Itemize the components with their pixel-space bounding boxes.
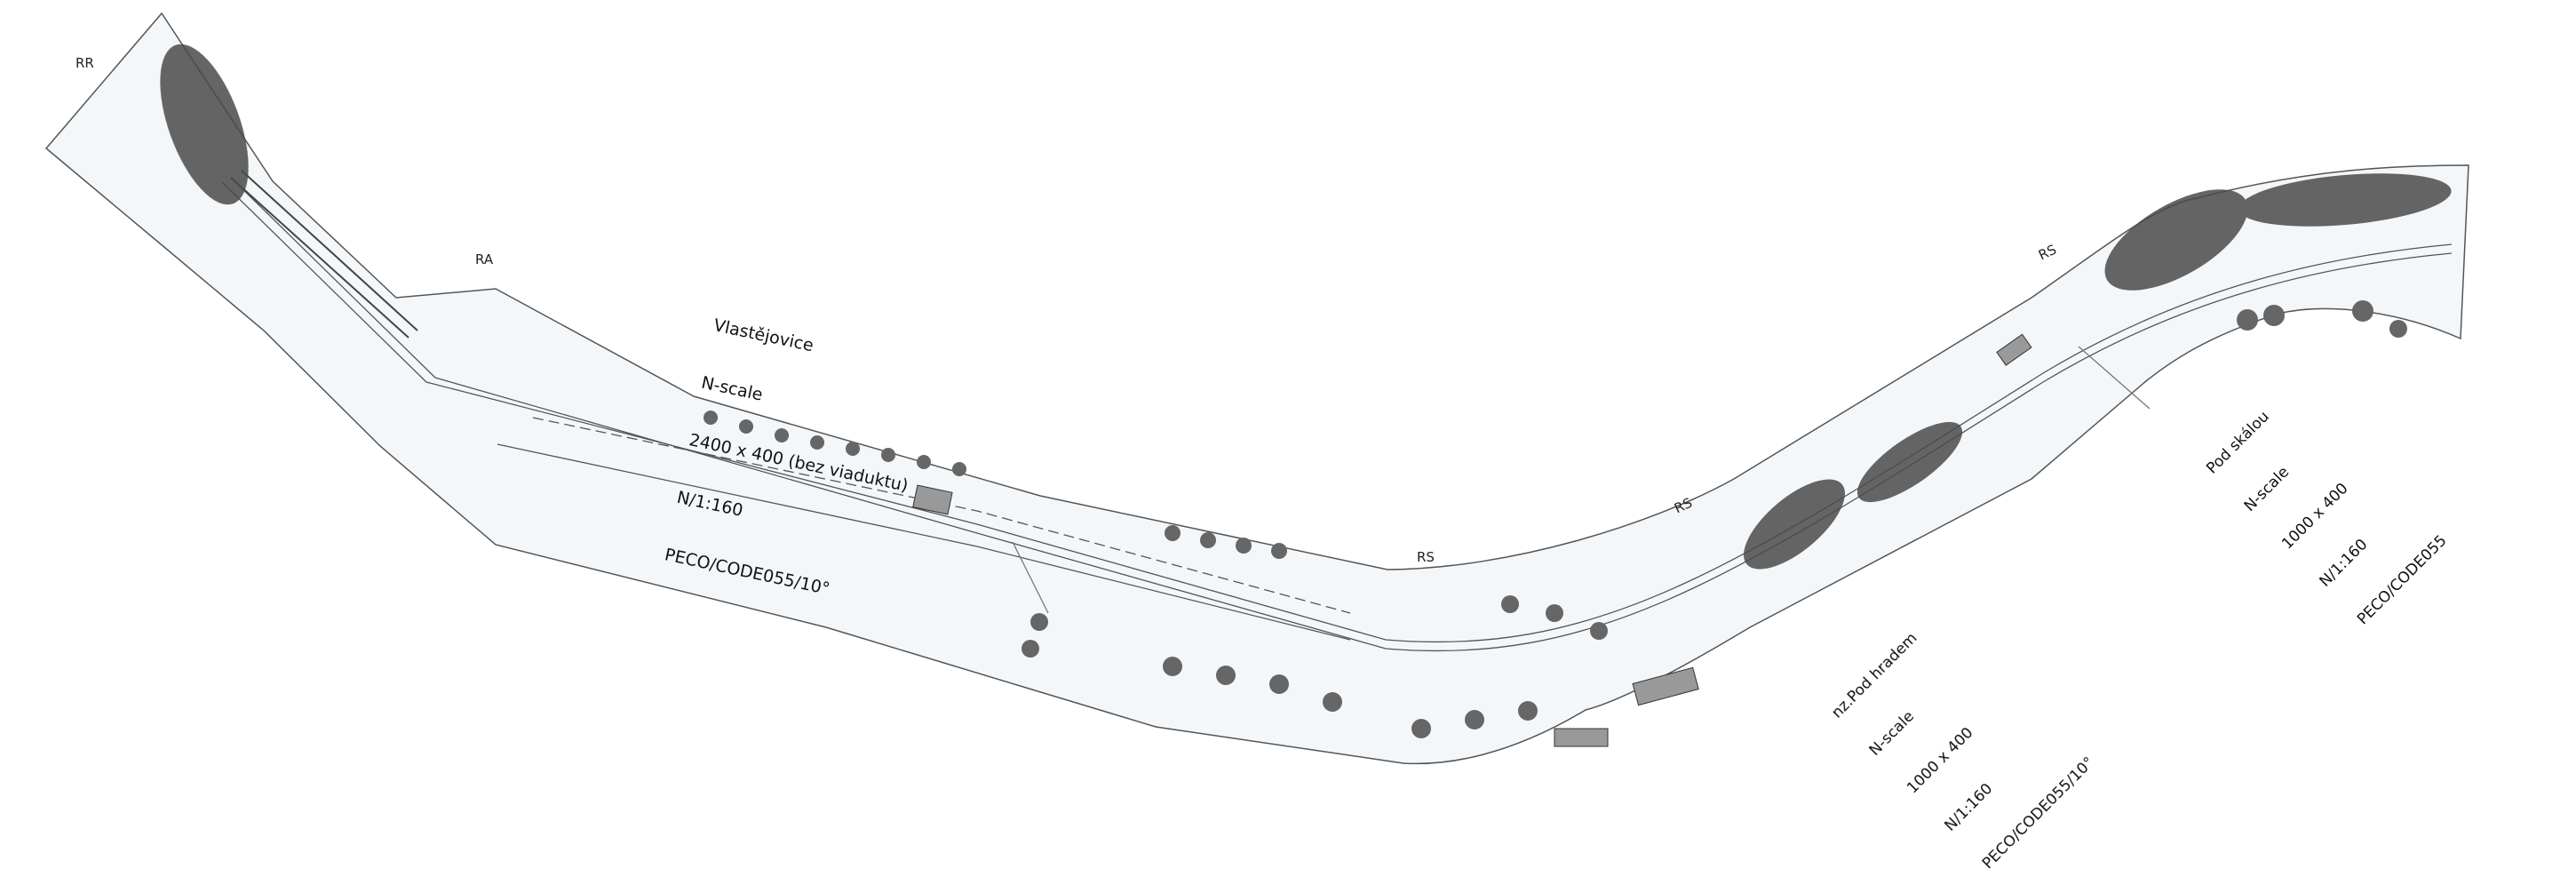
section-name: Vlastějovice: [712, 315, 815, 356]
section-scale: N-scale: [699, 372, 765, 405]
tree-clusters: [160, 44, 2452, 570]
marker-rs-1: RS: [1417, 549, 1435, 565]
section-size: 2400 x 400 (bez viaduktu): [687, 430, 910, 496]
buildings: [912, 333, 2032, 747]
baseboard-outline: [44, 12, 2469, 765]
marker-ra: RA: [475, 251, 494, 267]
tree-rows: [704, 300, 2407, 738]
section-ratio: N/1:160: [675, 487, 745, 521]
layout-plan-drawing: [44, 12, 2469, 765]
marker-rr: RR: [76, 55, 94, 71]
viaduct: [230, 170, 418, 339]
